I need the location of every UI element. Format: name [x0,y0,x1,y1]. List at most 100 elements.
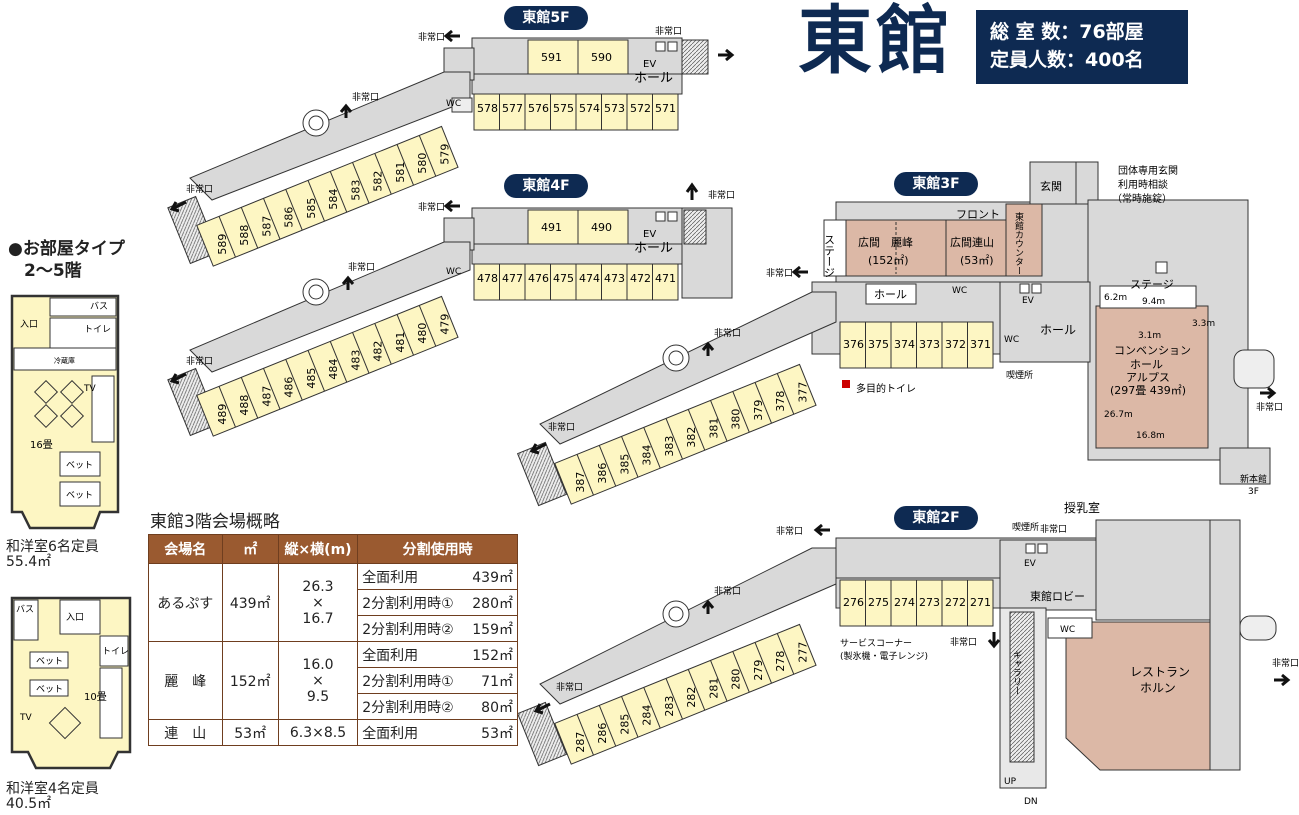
svg-text:16.8m: 16.8m [1136,431,1165,441]
svg-text:広間連山: 広間連山 [950,235,994,249]
svg-text:273: 273 [919,596,940,609]
svg-text:478: 478 [477,272,498,285]
svg-text:586: 586 [283,207,296,228]
svg-text:利用時相談: 利用時相談 [1118,178,1168,191]
svg-text:バス: バス [90,301,108,312]
svg-text:386: 386 [596,463,609,484]
svg-text:ホール: ホール [874,288,907,301]
venue-table-title: 東館3階会場概略 [150,512,280,532]
room-types-heading: ●お部屋タイプ 2〜5階 [8,239,125,281]
floor-3-label: 東館3F [894,172,978,196]
room-type-4-caption: 和洋室4名定員 40.5㎡ [6,781,99,812]
svg-text:(53㎡): (53㎡) [960,254,994,267]
svg-text:ベット: ベット [36,657,63,667]
svg-text:喫煙所: 喫煙所 [1006,369,1033,381]
floor-2-east-rooms: 276 275 274 273 272 271 [839,579,994,627]
svg-text:473: 473 [604,272,625,285]
svg-text:283: 283 [663,696,676,717]
svg-text:非常口: 非常口 [766,267,793,279]
floor-3-plan: ステージ 広間 麗峰 (152㎡) 広間連山 (53㎡) 東館カウンター フロン… [516,161,1283,507]
svg-text:274: 274 [894,596,915,609]
svg-text:10畳: 10畳 [84,691,107,703]
svg-text:ホール: ホール [634,241,673,256]
capacity: 定員人数：400名 [990,49,1144,71]
svg-text:レストラン: レストラン [1130,665,1190,679]
svg-text:非常口: 非常口 [418,31,445,43]
svg-text:非常口: 非常口 [548,421,575,433]
svg-text:275: 275 [868,596,889,609]
svg-text:WC: WC [446,99,461,109]
room-type-6-caption: 和洋室6名定員 55.4㎡ [6,539,99,570]
svg-text:非常口: 非常口 [186,183,213,195]
svg-text:383: 383 [663,436,676,457]
svg-text:483: 483 [349,350,362,371]
svg-text:489: 489 [216,404,229,425]
svg-text:アルプス: アルプス [1126,371,1170,384]
col-venue: 会場名 [148,534,223,564]
floor-4-wing-rooms: 489 488 487 486 485 484 483 482 481 480 … [196,295,459,437]
floor-4-label: 東館4F [504,174,588,198]
room-type-6-plan: バス トイレ 入口 冷蔵庫 TV 16畳 ベット ベット [10,294,120,530]
svg-text:WC: WC [1060,625,1075,635]
svg-text:373: 373 [919,338,940,351]
svg-text:トイレ: トイレ [102,647,129,657]
svg-text:フロント: フロント [956,208,1000,221]
building-title: 東館 [798,0,954,84]
room-type-4-plan: バス 入口 トイレ TV 10畳 ベット ベット [10,596,132,770]
col-split: 分割使用時 [357,534,518,564]
svg-text:バス: バス [16,604,34,615]
svg-text:非常口: 非常口 [348,261,375,273]
svg-text:574: 574 [579,102,600,115]
svg-text:EV: EV [643,229,656,240]
svg-text:377: 377 [796,382,809,403]
svg-text:282: 282 [685,687,698,708]
svg-text:491: 491 [541,221,562,234]
svg-text:(152㎡): (152㎡) [868,254,909,267]
svg-text:喫煙所: 喫煙所 [1012,521,1039,533]
svg-text:588: 588 [238,225,251,246]
svg-text:ベット: ベット [66,491,93,501]
svg-text:6.2m: 6.2m [1104,293,1127,303]
svg-text:582: 582 [372,171,385,192]
floor-5-north-rooms: 591 590 [527,39,629,75]
svg-text:非常口: 非常口 [556,681,583,693]
svg-text:非常口: 非常口 [950,636,977,648]
svg-text:577: 577 [502,102,523,115]
svg-text:非常口: 非常口 [418,201,445,213]
svg-text:474: 474 [579,272,600,285]
svg-text:(製氷機・電子レンジ): (製氷機・電子レンジ) [840,650,928,662]
col-dims: 縦×横(m) [277,534,359,564]
svg-text:578: 578 [477,102,498,115]
svg-text:279: 279 [752,660,765,681]
svg-text:374: 374 [894,338,915,351]
svg-text:TV: TV [19,713,32,723]
svg-text:非常口: 非常口 [714,327,741,339]
svg-text:387: 387 [574,472,587,493]
svg-text:571: 571 [655,102,676,115]
svg-text:非常口: 非常口 [352,91,379,103]
svg-text:382: 382 [685,427,698,448]
svg-text:EV: EV [643,59,656,70]
floor-5-wing-rooms: 589 588 587 586 585 584 583 582 581 580 … [196,125,459,267]
svg-text:575: 575 [553,102,574,115]
svg-text:471: 471 [655,272,676,285]
svg-text:276: 276 [843,596,864,609]
svg-text:ステージ: ステージ [1130,278,1174,291]
svg-text:WC: WC [952,286,967,296]
svg-text:団体専用玄関: 団体専用玄関 [1118,164,1178,177]
svg-text:非常口: 非常口 [655,25,682,37]
svg-text:WC: WC [446,267,461,277]
svg-text:576: 576 [528,102,549,115]
svg-text:ギャラリー: ギャラリー [1011,650,1022,695]
svg-text:380: 380 [730,409,743,430]
svg-text:(297畳 439㎡): (297畳 439㎡) [1110,384,1186,397]
svg-text:東館ロビー: 東館ロビー [1030,589,1085,603]
svg-text:378: 378 [774,391,787,412]
svg-text:484: 484 [327,359,340,380]
svg-text:ベット: ベット [36,685,63,695]
floor-4-plan: WC EV ホール 491 490 478 477 476 475 474 47… [167,182,735,437]
